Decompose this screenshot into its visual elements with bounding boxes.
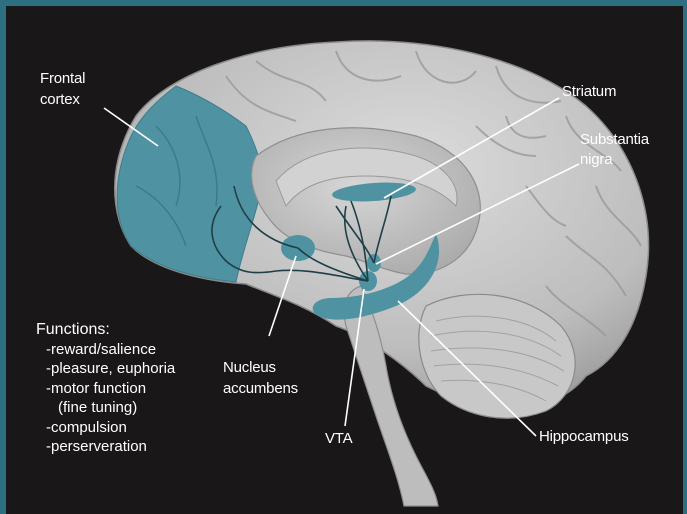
function-item: -motor function: [36, 379, 175, 399]
label-frontal-line2: cortex: [40, 90, 80, 109]
label-frontal-line1: Frontal: [40, 69, 85, 88]
label-substantia-line2: nigra: [580, 150, 612, 169]
function-item: -compulsion: [36, 418, 175, 438]
label-nucleus-line2: accumbens: [223, 379, 298, 398]
functions-list: Functions: -reward/salience -pleasure, e…: [36, 320, 175, 457]
functions-title: Functions:: [36, 320, 175, 340]
label-vta: VTA: [325, 429, 352, 448]
label-nucleus-line1: Nucleus: [223, 358, 276, 377]
diagram-frame: Frontal cortex Striatum Substantia nigra…: [6, 6, 683, 514]
label-striatum: Striatum: [562, 82, 616, 101]
label-substantia-line1: Substantia: [580, 130, 649, 149]
function-item: -reward/salience: [36, 340, 175, 360]
function-item: -pleasure, euphoria: [36, 359, 175, 379]
function-item: -perserveration: [36, 437, 175, 457]
label-hippocampus: Hippocampus: [539, 427, 629, 446]
function-item: (fine tuning): [36, 398, 175, 418]
